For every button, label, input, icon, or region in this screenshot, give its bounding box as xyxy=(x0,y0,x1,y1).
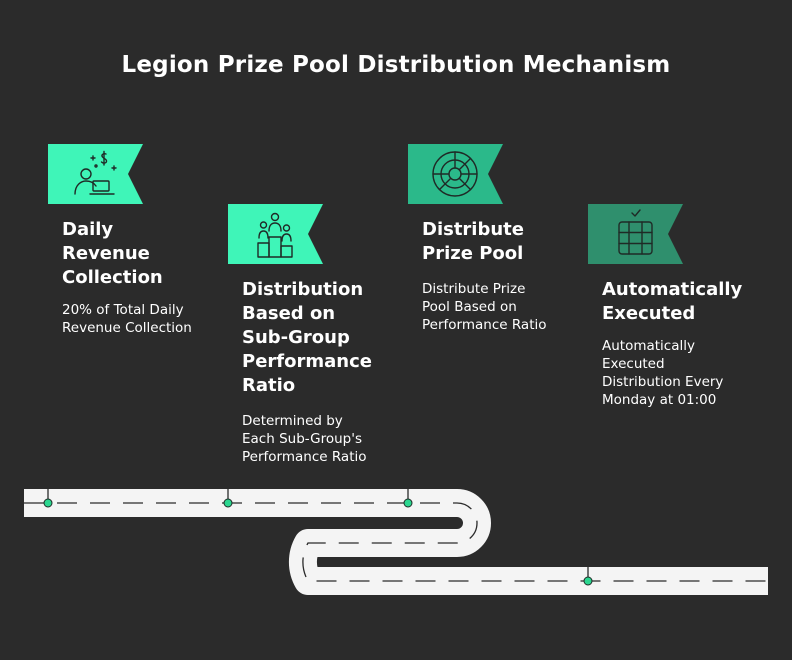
podium-icon xyxy=(257,212,293,258)
milestone-1 xyxy=(43,489,53,508)
step-2-flag xyxy=(228,204,323,264)
step-2-description: Determined by Each Sub-Group's Performan… xyxy=(242,413,367,465)
step-4-title: Automatically Executed xyxy=(602,279,743,324)
step-1-flag xyxy=(48,144,143,204)
step-2-title: Distribution Based on Sub-Group Performa… xyxy=(242,279,372,396)
step-1-title: Daily Revenue Collection xyxy=(62,219,163,288)
milestone-2 xyxy=(223,489,233,508)
server-icon xyxy=(618,209,653,255)
step-3-description: Distribute Prize Pool Based on Performan… xyxy=(422,281,547,333)
diagram-title: Legion Prize Pool Distribution Mechanism xyxy=(121,52,671,78)
milestone-3 xyxy=(403,489,413,508)
step-1-description: 20% of Total Daily Revenue Collection xyxy=(62,302,192,336)
person-revenue-icon xyxy=(74,150,117,195)
step-3-flag xyxy=(408,144,503,204)
milestone-4 xyxy=(583,567,593,586)
pie-chart-icon xyxy=(432,151,478,197)
step-4-description: Automatically Executed Distribution Ever… xyxy=(602,338,724,408)
step-3-title: Distribute Prize Pool xyxy=(422,219,524,264)
step-4-flag xyxy=(588,204,683,264)
